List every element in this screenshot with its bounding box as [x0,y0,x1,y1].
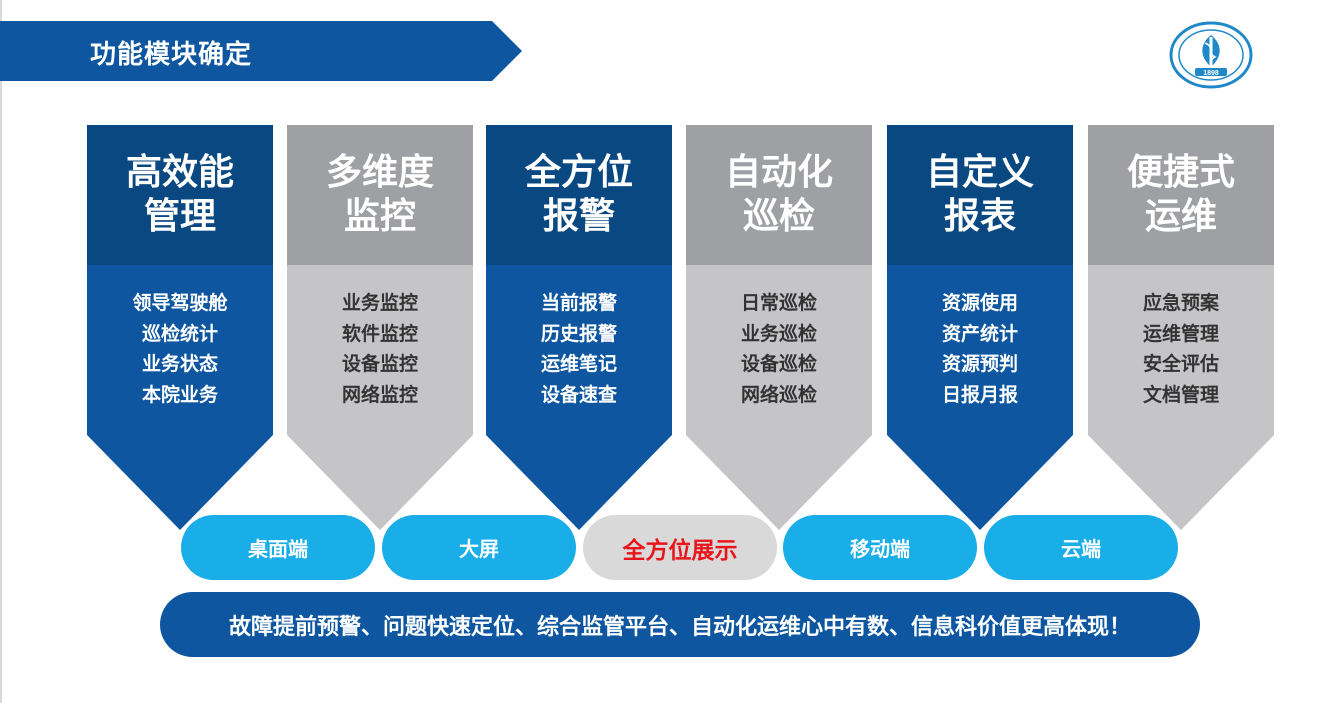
banner-arrow-shape [0,21,522,81]
title-banner [0,21,522,81]
module-3-item: 设备速查 [540,383,617,406]
module-6-item: 应急预案 [1142,292,1219,314]
pill-cloud: 云端 [984,515,1178,580]
module-2-title: 多维度 监控 [287,125,473,265]
module-3-item: 当前报警 [540,292,617,314]
module-2-shape [287,125,473,530]
module-2-items: 业务监控 软件监控 设备监控 网络监控 [287,288,473,410]
page-title: 功能模块确定 [90,40,253,70]
module-2-item: 设备监控 [341,353,418,375]
module-1-item: 巡检统计 [141,322,218,345]
module-1-title-line2: 管理 [143,196,216,237]
module-2-item: 业务监控 [341,292,418,314]
module-1-shape [87,125,273,530]
module-multi-dimension-monitoring: 多维度 监控 业务监控 软件监控 设备监控 网络监控 [287,125,473,530]
module-5-item: 资源使用 [941,292,1018,314]
summary-banner: 故障提前预警、问题快速定位、综合监管平台、自动化运维心中有数、信息科价值更高体现… [160,592,1200,657]
module-3-title: 全方位 报警 [486,125,672,265]
module-5-item: 资产统计 [941,322,1018,345]
module-1-item: 领导驾驶舱 [132,292,228,314]
module-4-items: 日常巡检 业务巡检 设备巡检 网络巡检 [686,288,872,410]
module-3-title-line1: 全方位 [524,152,633,193]
module-4-title: 自动化 巡检 [686,125,872,265]
module-1-title-line1: 高效能 [125,152,234,193]
module-6-item: 安全评估 [1142,353,1219,375]
module-3-items: 当前报警 历史报警 运维笔记 设备速查 [486,288,672,410]
module-5-title-line2: 报表 [943,196,1016,237]
logo-year: 1898 [1203,70,1219,77]
pill-full-display: 全方位展示 [583,515,777,580]
module-6-item: 运维管理 [1142,322,1219,345]
module-3-item: 运维笔记 [540,353,617,375]
hospital-emblem-icon: 1898 [1169,21,1253,89]
hospital-logo: 1898 [1168,21,1254,89]
module-4-shape [686,125,872,530]
pill-mobile: 移动端 [783,515,977,580]
module-4-title-line2: 巡检 [742,196,815,237]
module-6-title: 便捷式 运维 [1088,125,1274,265]
pill-desktop: 桌面端 [181,515,375,580]
module-5-title-line1: 自定义 [925,152,1034,193]
module-2-title-line1: 多维度 [325,152,434,193]
module-1-items: 领导驾驶舱 巡检统计 业务状态 本院业务 [87,288,273,410]
module-5-item: 日报月报 [941,383,1018,406]
module-1-item: 业务状态 [141,353,218,375]
module-3-shape [486,125,672,530]
module-4-item: 日常巡检 [740,292,817,314]
module-5-item: 资源预判 [941,353,1018,375]
module-5-items: 资源使用 资产统计 资源预判 日报月报 [887,288,1073,410]
module-1-item: 本院业务 [141,383,218,406]
module-2-item: 软件监控 [341,322,418,345]
module-4-title-line1: 自动化 [724,152,833,193]
module-auto-inspection: 自动化 巡检 日常巡检 业务巡检 设备巡检 网络巡检 [686,125,872,530]
module-full-alarm: 全方位 报警 当前报警 历史报警 运维笔记 设备速查 [486,125,672,530]
module-1-title: 高效能 管理 [87,125,273,265]
module-custom-report: 自定义 报表 资源使用 资产统计 资源预判 日报月报 [887,125,1073,530]
module-4-item: 业务巡检 [740,322,817,345]
module-5-shape [887,125,1073,530]
module-3-title-line2: 报警 [542,196,615,237]
module-2-title-line2: 监控 [343,196,416,237]
module-6-shape [1088,125,1274,530]
module-convenient-ops: 便捷式 运维 应急预案 运维管理 安全评估 文档管理 [1088,125,1274,530]
module-6-title-line2: 运维 [1144,196,1217,237]
module-6-title-line1: 便捷式 [1126,152,1235,193]
module-4-item: 设备巡检 [740,353,817,375]
left-border [0,0,2,703]
module-2-item: 网络监控 [341,383,418,406]
module-5-title: 自定义 报表 [887,125,1073,265]
module-efficient-management: 高效能 管理 领导驾驶舱 巡检统计 业务状态 本院业务 [87,125,273,530]
module-6-item: 文档管理 [1142,383,1219,406]
module-6-items: 应急预案 运维管理 安全评估 文档管理 [1088,288,1274,410]
module-4-item: 网络巡检 [740,383,817,406]
pill-big-screen: 大屏 [382,515,576,580]
module-3-item: 历史报警 [540,322,617,345]
